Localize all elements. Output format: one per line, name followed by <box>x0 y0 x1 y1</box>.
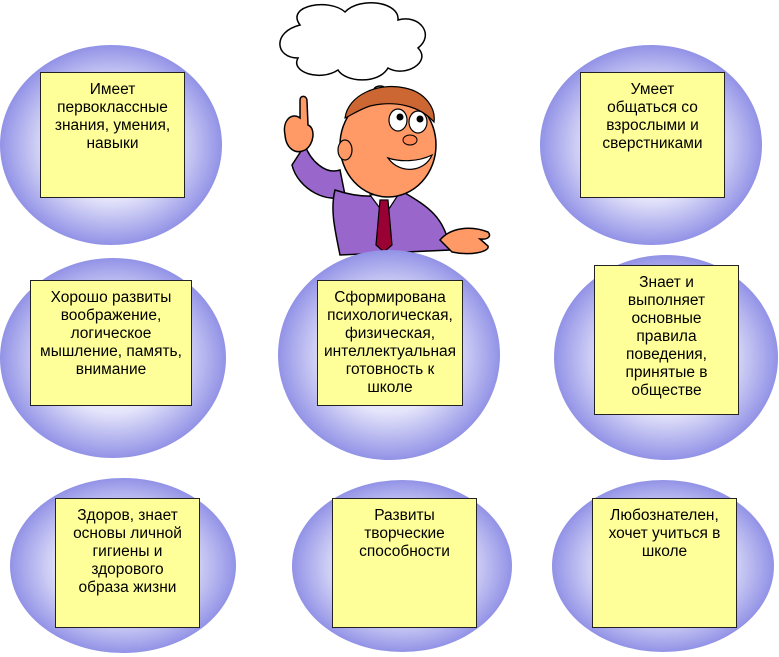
card-line: взрослыми и <box>606 117 699 134</box>
card-line: творческие <box>364 525 445 542</box>
card-line: гигиены и <box>92 543 163 560</box>
card-curiosity: Любознателен, хочет учиться в школе <box>592 498 737 628</box>
card-line: логическое <box>70 325 152 342</box>
card-line: Умеет <box>630 81 675 98</box>
card-line: сверстниками <box>602 135 703 152</box>
card-line: поведения, <box>626 346 707 363</box>
card-line: принятые в <box>625 364 708 381</box>
card-line: Хорошо развиты <box>50 289 172 306</box>
card-line: школе <box>367 379 413 396</box>
card-line: психологическая, <box>327 307 453 324</box>
card-line: обществе <box>631 382 702 399</box>
card-behavior: Знает и выполняет основные правила повед… <box>594 265 739 415</box>
card-line: правила <box>636 328 697 345</box>
card-line: основы личной <box>73 525 182 542</box>
card-line: интеллектуальная <box>323 343 457 360</box>
card-line: школе <box>641 543 688 560</box>
card-line: способности <box>359 543 450 560</box>
card-line: навыки <box>86 135 139 152</box>
raised-hand <box>283 95 346 199</box>
card-line: мышление, память, <box>40 343 182 360</box>
card-line: Развиты <box>374 507 435 524</box>
card-line: Знает и <box>639 274 694 291</box>
card-line: физическая, <box>344 325 436 342</box>
thought-bubble <box>279 2 427 107</box>
card-line: основные <box>631 310 702 327</box>
card-communication: Умеет общаться со взрослыми и сверстника… <box>580 72 725 198</box>
card-line: здорового <box>91 561 164 578</box>
card-line: хочет учиться в <box>608 525 721 542</box>
card-line: первоклассные <box>57 99 168 116</box>
card-imagination: Хорошо развиты воображение, логическое м… <box>30 280 192 406</box>
card-line: выполняет <box>627 292 706 309</box>
card-creativity: Развиты творческие способности <box>332 498 477 628</box>
card-knowledge: Имеет первоклассные знания, умения, навы… <box>40 72 185 198</box>
card-line: готовность к <box>345 361 435 378</box>
tie <box>375 199 393 253</box>
card-health: Здоров, знает основы личной гигиены и зд… <box>55 498 200 628</box>
card-line: знания, умения, <box>54 117 171 134</box>
card-center: Сформирована психологическая, физическая… <box>317 280 463 406</box>
card-line: внимание <box>75 361 147 378</box>
card-line: воображение, <box>60 307 162 324</box>
card-line: общаться со <box>607 99 698 116</box>
card-line: Любознателен, <box>610 507 719 524</box>
face <box>337 86 437 198</box>
card-line: образа жизни <box>78 579 177 596</box>
card-line: Имеет <box>89 81 136 98</box>
pointing-hand <box>438 227 491 255</box>
card-line: Сформирована <box>334 289 446 306</box>
card-line: Здоров, знает <box>77 507 178 524</box>
